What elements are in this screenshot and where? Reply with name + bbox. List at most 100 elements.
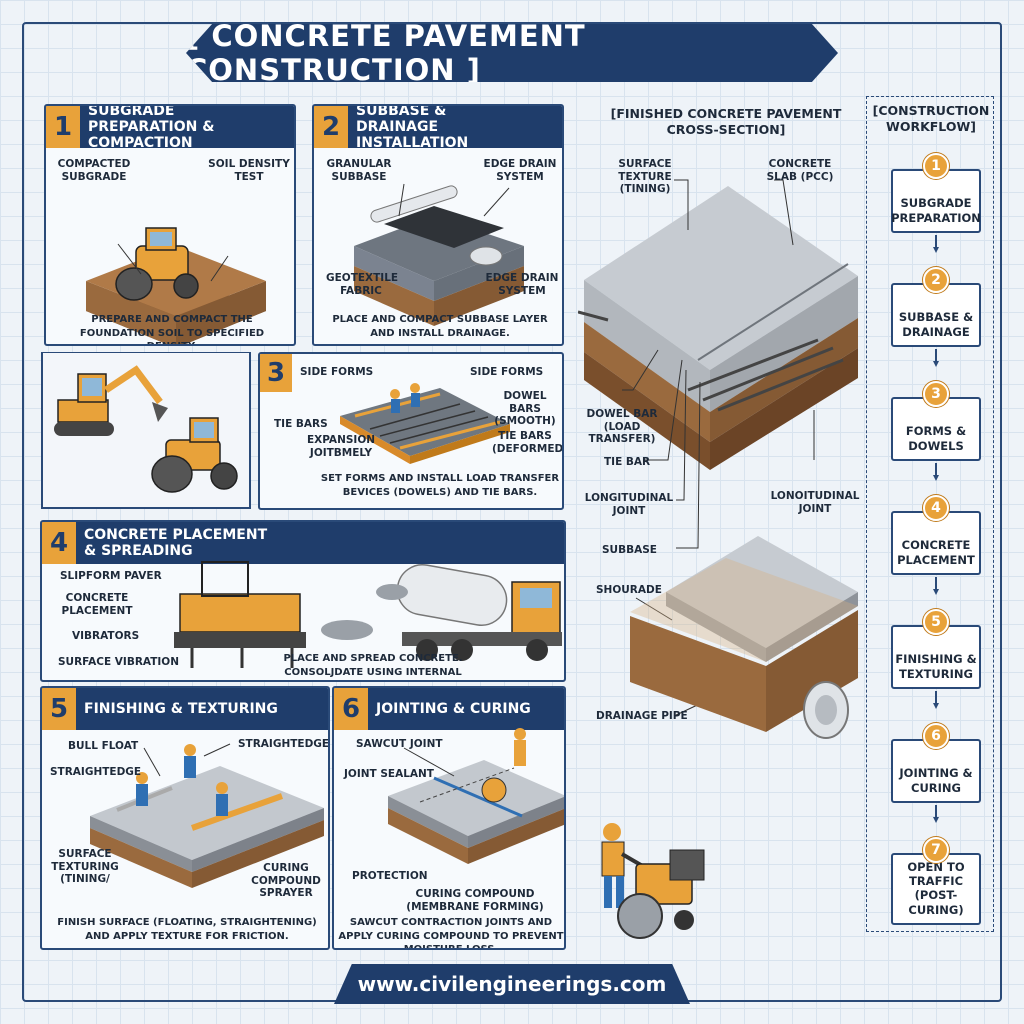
workflow-step-4: Concrete Placement [891,511,981,575]
label-straightedge-right: Straightedge [238,738,330,750]
label-shourade: Shourade [596,584,662,596]
workflow-step-1-number: 1 [923,153,949,179]
label-bull-float: Bull Float [68,740,139,752]
label-protection: Protection [352,870,428,882]
label-longitudinal-joint-right: Lonoitudinal Joint [770,490,860,515]
workflow-step-6: Jointing & Curing [891,739,981,803]
label-granular-subbase: Granular Subbase [326,158,392,183]
workflow-step-1-label: Subgrade Preparation [891,196,981,225]
cross-section-leader-lines [622,179,815,717]
workflow-arrow-icon [933,235,939,253]
step-5-header: 5 Finishing & Texturing [42,688,328,730]
step-2-header: 2 Subbase & Drainage Installation [314,104,562,152]
step-6-header: 6 Jointing & Curing [334,688,564,730]
label-geotextile-fabric: Geotextile Fabric [326,272,399,297]
subgrade-compaction-illustration [86,227,266,344]
label-longitudinal-joint-left: Longitudinal Joint [584,492,674,517]
step-2-title: Subbase & Drainage Installation [356,104,469,152]
cross-section-title: [Finished Concrete Pavement Cross-Sectio… [610,106,842,138]
workflow-step-4-number: 4 [923,495,949,521]
label-straightedge-left: Straightedge [50,766,142,778]
workflow-arrow-icon [933,805,939,823]
step-6-number: 6 [334,688,368,730]
excavator-roller-illustration [41,352,251,509]
label-surface-texturing: Surface Texturing (Tining/ [51,848,119,886]
concrete-placement-illustration [174,561,562,668]
label-vibrators: Vibrators [72,630,140,642]
concrete-saw-worker-illustration [601,823,705,939]
step-3-description: Set forms and install load transfer bevi… [320,473,560,498]
workflow-step-7-label: Open to Traffic (Post-Curing) [907,859,965,917]
finishing-texturing-illustration [90,743,324,888]
label-slipform-paver: Slipform Paver [60,570,162,582]
subbase-drainage-illustration [354,183,524,326]
pavement-cross-section-illustration [578,186,858,470]
step-5-title: Finishing & Texturing [84,700,278,717]
workflow-arrow-icon [933,577,939,595]
label-surface-texture: Surface Texture (Tining) [618,158,672,196]
workflow-step-7-number: 7 [923,837,949,863]
label-joint-sealant: Joint Sealant [344,768,434,780]
label-subbase: Subbase [602,544,657,556]
page-title: [ CONCRETE PAVEMENT CONSTRUCTION ] [186,24,838,82]
workflow-step-5-number: 5 [923,609,949,635]
label-dowel-bars: Dowel Bars (Smooth) [494,390,556,428]
workflow-step-5-label: Finishing & Texturing [895,652,977,681]
construction-workflow: [Construction Workflow] Subgrade Prepara… [866,96,994,932]
jointing-curing-illustration [388,728,564,864]
step-1-header: 1 Subgrade Preparation & Compaction [46,104,294,152]
step-5-description: Finish surface (floating, straightening)… [57,917,317,942]
label-drainage-pipe: Drainage Pipe [596,710,688,722]
step-1-number: 1 [46,106,80,148]
step-6-description: Sawcut contraction joints and apply curi… [338,917,564,950]
workflow-step-7: Open to Traffic (Post-Curing) [891,853,981,925]
step-4-header: 4 Concrete Placement & Spreading [42,522,564,564]
slab-subbase-illustration [630,536,858,739]
label-concrete-placement: Concrete Placement [61,592,133,617]
step-6-title: Jointing & Curing [376,700,531,717]
step-4-number: 4 [42,522,76,564]
label-tie-bars-deformed: Tie Bars (Deformed) [492,430,564,455]
step-4-description: Place and spread concrete. Consoljdate u… [283,653,463,678]
workflow-title: [Construction Workflow] [872,103,990,135]
workflow-arrow-icon [933,691,939,709]
workflow-step-2-label: Subbase & Drainage [898,310,974,339]
label-curing-compound-sprayer: Curing Compound Sprayer [251,862,321,900]
footer-website-link[interactable]: www.civilengineerings.com [334,964,690,1004]
label-curing-compound: Curing Compound (Membrane Forming) [406,888,544,913]
workflow-step-3: Forms & Dowels [891,397,981,461]
label-side-forms-right: Side Forms [470,366,544,378]
workflow-step-3-number: 3 [923,381,949,407]
step-1-description: Prepare and compact the foundation soil … [79,314,265,344]
workflow-step-5: Finishing & Texturing [891,625,981,689]
label-compacted-subgrade: Compacted Subgrade [57,158,131,183]
workflow-step-6-label: Jointing & Curing [899,766,973,795]
step-2-panel: 2 Subbase & Drainage Installation Granul… [312,104,564,346]
step-4-title: Concrete Placement & Spreading [84,526,268,559]
step-3-panel: 3 Side Forms Side Forms Dowel Bars (Smoo… [258,352,564,510]
step-4-panel: 4 Concrete Placement & Spreading Slipfor… [40,520,566,682]
label-tie-bars: Tie Bars [274,418,328,430]
label-sawcut-joint: Sawcut Joint [356,738,443,750]
step-5-number: 5 [42,688,76,730]
workflow-arrow-icon [933,463,939,481]
step-5-panel: 5 Finishing & Texturing Bull Float Strai… [40,686,330,950]
label-edge-drain-system-bottom: Edge Drain System [485,272,559,297]
workflow-step-2-number: 2 [923,267,949,293]
workflow-step-3-label: Forms & Dowels [905,424,967,453]
label-expansion-joint: Expansion Joitbmely [306,434,376,459]
label-side-forms-left: Side Forms [300,366,374,378]
step-3-number: 3 [260,354,292,392]
step-1-panel: 1 Subgrade Preparation & Compaction Comp… [44,104,296,346]
label-surface-vibration: Surface Vibration [58,656,180,668]
label-concrete-slab: Concrete Slab (PCC) [766,158,834,183]
step-2-number: 2 [314,106,348,148]
forms-dowels-illustration [340,383,510,464]
workflow-arrow-icon [933,349,939,367]
workflow-step-6-number: 6 [923,723,949,749]
step-6-panel: 6 Jointing & Curing Sawcut Joint Joint S… [332,686,566,950]
step-1-title: Subgrade Preparation & Compaction [88,104,215,152]
label-dowel-bar: Dowel Bar (Load Transfer) [586,408,658,446]
workflow-step-4-label: Concrete Placement [897,538,975,567]
label-edge-drain-system-top: Edge Drain System [483,158,557,183]
